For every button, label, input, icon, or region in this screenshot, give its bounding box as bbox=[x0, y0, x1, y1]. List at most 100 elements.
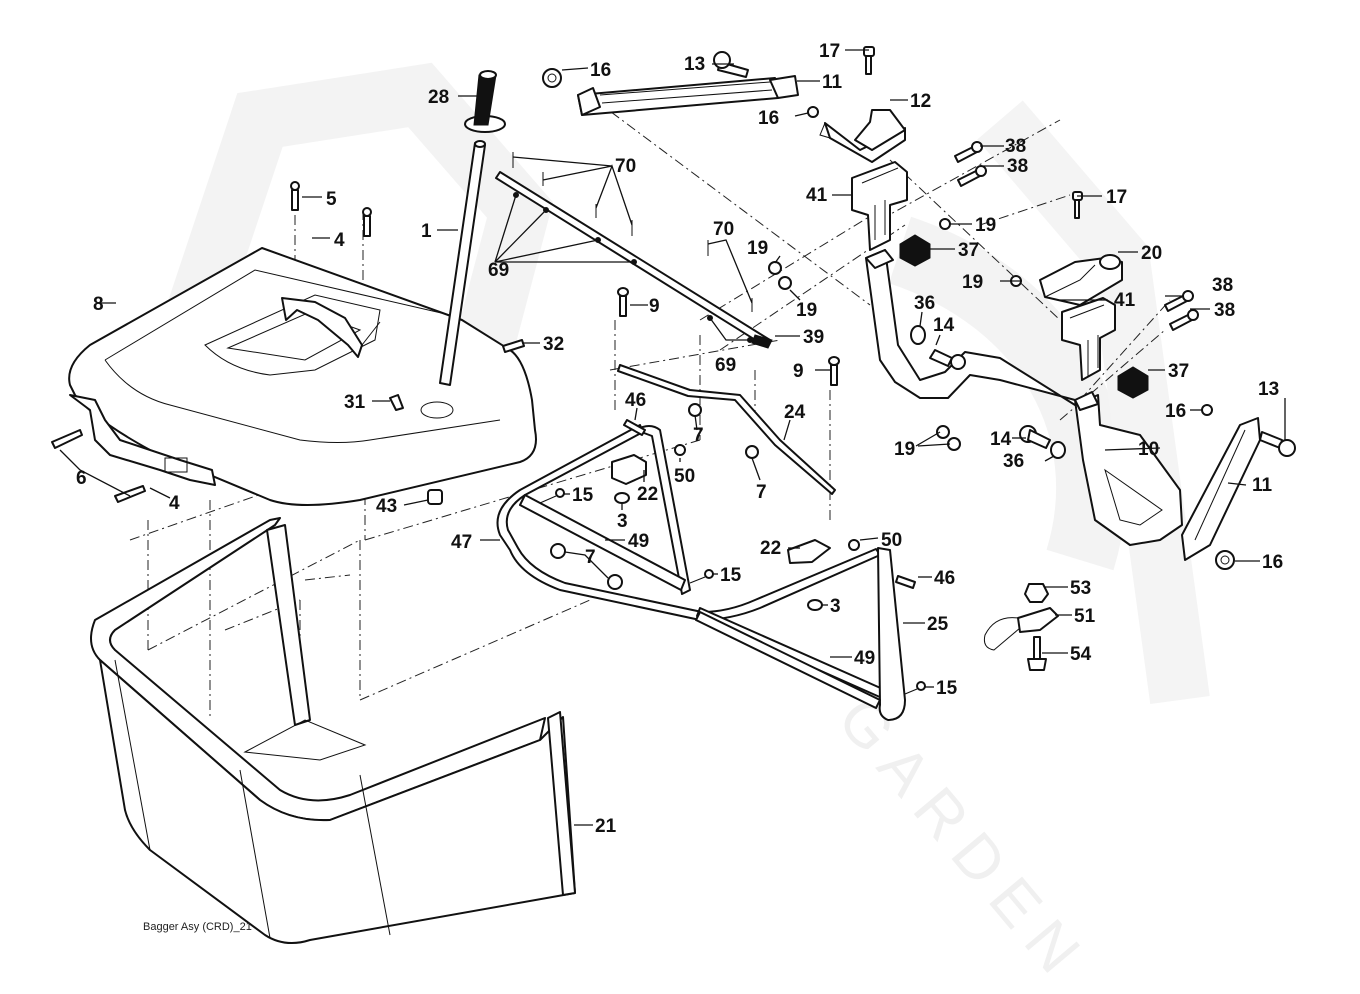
callout-7[interactable]: 7 bbox=[693, 425, 704, 446]
part-16-nut-b[interactable] bbox=[807, 106, 819, 118]
part-17-knob-top[interactable] bbox=[863, 46, 875, 75]
callout-46[interactable]: 46 bbox=[934, 568, 955, 589]
callout-3[interactable]: 3 bbox=[830, 596, 841, 617]
callout-36[interactable]: 36 bbox=[1003, 451, 1024, 472]
callout-10[interactable]: 10 bbox=[1138, 439, 1159, 460]
part-31-clip[interactable] bbox=[389, 394, 404, 411]
callout-4[interactable]: 4 bbox=[169, 493, 180, 514]
part-16-nuts-right[interactable] bbox=[1201, 404, 1235, 570]
callout-70[interactable]: 70 bbox=[713, 219, 734, 240]
callout-14[interactable]: 14 bbox=[933, 315, 955, 336]
callout-38[interactable]: 38 bbox=[1212, 275, 1233, 296]
part-43-bumper[interactable] bbox=[427, 489, 443, 505]
callout-13[interactable]: 13 bbox=[1258, 379, 1279, 400]
part-37-caps[interactable] bbox=[899, 234, 1149, 399]
callout-49[interactable]: 49 bbox=[628, 531, 649, 552]
callout-38[interactable]: 38 bbox=[1214, 300, 1235, 321]
callout-22[interactable]: 22 bbox=[760, 538, 781, 559]
callout-38[interactable]: 38 bbox=[1007, 156, 1028, 177]
part-14-bolt-upper[interactable] bbox=[929, 349, 966, 370]
part-20-bracket[interactable] bbox=[1039, 254, 1123, 306]
part-21-bag[interactable] bbox=[90, 517, 576, 945]
callout-37[interactable]: 37 bbox=[958, 240, 979, 261]
callout-8[interactable]: 8 bbox=[93, 294, 104, 315]
callout-38[interactable]: 38 bbox=[1005, 136, 1026, 157]
callout-24[interactable]: 24 bbox=[784, 402, 806, 423]
part-28-grip[interactable] bbox=[464, 70, 506, 133]
callout-41[interactable]: 41 bbox=[1114, 290, 1136, 311]
callout-49[interactable]: 49 bbox=[854, 648, 875, 669]
callout-37[interactable]: 37 bbox=[1168, 361, 1189, 382]
part-54-bolt[interactable] bbox=[1027, 636, 1047, 671]
callout-20[interactable]: 20 bbox=[1141, 243, 1162, 264]
part-15-pins[interactable] bbox=[539, 488, 926, 695]
part-12-bracket[interactable] bbox=[819, 109, 906, 163]
part-16-nut-top[interactable] bbox=[542, 68, 562, 88]
part-1-tube[interactable] bbox=[439, 140, 486, 386]
callout-69[interactable]: 69 bbox=[715, 355, 736, 376]
callout-4[interactable]: 4 bbox=[334, 230, 345, 251]
callout-17[interactable]: 17 bbox=[819, 41, 840, 62]
callout-70[interactable]: 70 bbox=[615, 156, 636, 177]
callout-16[interactable]: 16 bbox=[590, 60, 611, 81]
callout-43[interactable]: 43 bbox=[376, 496, 397, 517]
part-14-bolt-lower[interactable] bbox=[1019, 425, 1051, 449]
callout-36[interactable]: 36 bbox=[914, 293, 935, 314]
callout-32[interactable]: 32 bbox=[543, 334, 564, 355]
callout-25[interactable]: 25 bbox=[927, 614, 949, 635]
callout-13[interactable]: 13 bbox=[684, 54, 705, 75]
callout-11[interactable]: 11 bbox=[822, 72, 843, 93]
part-6-screws[interactable] bbox=[51, 429, 146, 503]
part-4-handle-upper[interactable] bbox=[281, 297, 381, 358]
callout-17[interactable]: 17 bbox=[1106, 187, 1127, 208]
callout-19[interactable]: 19 bbox=[894, 439, 915, 460]
part-36-washer-upper[interactable] bbox=[910, 325, 926, 345]
callout-15[interactable]: 15 bbox=[720, 565, 742, 586]
part-5-screws[interactable] bbox=[290, 181, 372, 237]
part-7-nuts[interactable] bbox=[550, 403, 759, 590]
callout-5[interactable]: 5 bbox=[326, 189, 337, 210]
part-22-clips[interactable] bbox=[611, 454, 831, 564]
part-46-bolts[interactable] bbox=[623, 419, 916, 589]
part-4-handle-lower[interactable] bbox=[69, 394, 216, 486]
callout-16[interactable]: 16 bbox=[758, 108, 779, 129]
callout-69[interactable]: 69 bbox=[488, 260, 509, 281]
part-25-frame[interactable] bbox=[695, 547, 906, 721]
callout-7[interactable]: 7 bbox=[585, 547, 596, 568]
part-39-bar[interactable] bbox=[495, 171, 773, 349]
callout-11[interactable]: 11 bbox=[1252, 475, 1273, 496]
callout-9[interactable]: 9 bbox=[793, 361, 804, 382]
callout-31[interactable]: 31 bbox=[344, 392, 366, 413]
part-9-bolts[interactable] bbox=[617, 287, 840, 386]
callout-3[interactable]: 3 bbox=[617, 511, 628, 532]
part-13-bolt-right[interactable] bbox=[1259, 431, 1296, 457]
callout-6[interactable]: 6 bbox=[76, 468, 87, 489]
part-50-nuts[interactable] bbox=[674, 444, 860, 551]
part-11-brace-top[interactable] bbox=[577, 75, 799, 116]
part-38-screws-lower[interactable] bbox=[1164, 290, 1199, 331]
callout-9[interactable]: 9 bbox=[649, 296, 660, 317]
callout-12[interactable]: 12 bbox=[910, 91, 931, 112]
callout-41[interactable]: 41 bbox=[806, 185, 828, 206]
callout-46[interactable]: 46 bbox=[625, 390, 646, 411]
part-51-latch[interactable] bbox=[983, 607, 1059, 651]
callout-50[interactable]: 50 bbox=[881, 530, 902, 551]
callout-1[interactable]: 1 bbox=[421, 221, 432, 242]
part-24-rod[interactable] bbox=[617, 364, 836, 495]
callout-16[interactable]: 16 bbox=[1262, 552, 1283, 573]
callout-19[interactable]: 19 bbox=[747, 238, 768, 259]
part-11-brace-right[interactable] bbox=[1181, 417, 1261, 561]
callout-50[interactable]: 50 bbox=[674, 466, 695, 487]
callout-14[interactable]: 14 bbox=[990, 429, 1012, 450]
part-41-bracket-lower[interactable] bbox=[1061, 297, 1116, 381]
part-41-bracket-upper[interactable] bbox=[851, 161, 908, 251]
callout-16[interactable]: 16 bbox=[1165, 401, 1186, 422]
callout-54[interactable]: 54 bbox=[1070, 644, 1092, 665]
part-53-nut[interactable] bbox=[1024, 583, 1049, 603]
part-8-cover[interactable] bbox=[68, 247, 537, 506]
callout-47[interactable]: 47 bbox=[451, 532, 472, 553]
part-32-screw[interactable] bbox=[502, 339, 525, 353]
part-38-screws-upper[interactable] bbox=[954, 141, 987, 187]
callout-19[interactable]: 19 bbox=[975, 215, 996, 236]
callout-7[interactable]: 7 bbox=[756, 482, 767, 503]
